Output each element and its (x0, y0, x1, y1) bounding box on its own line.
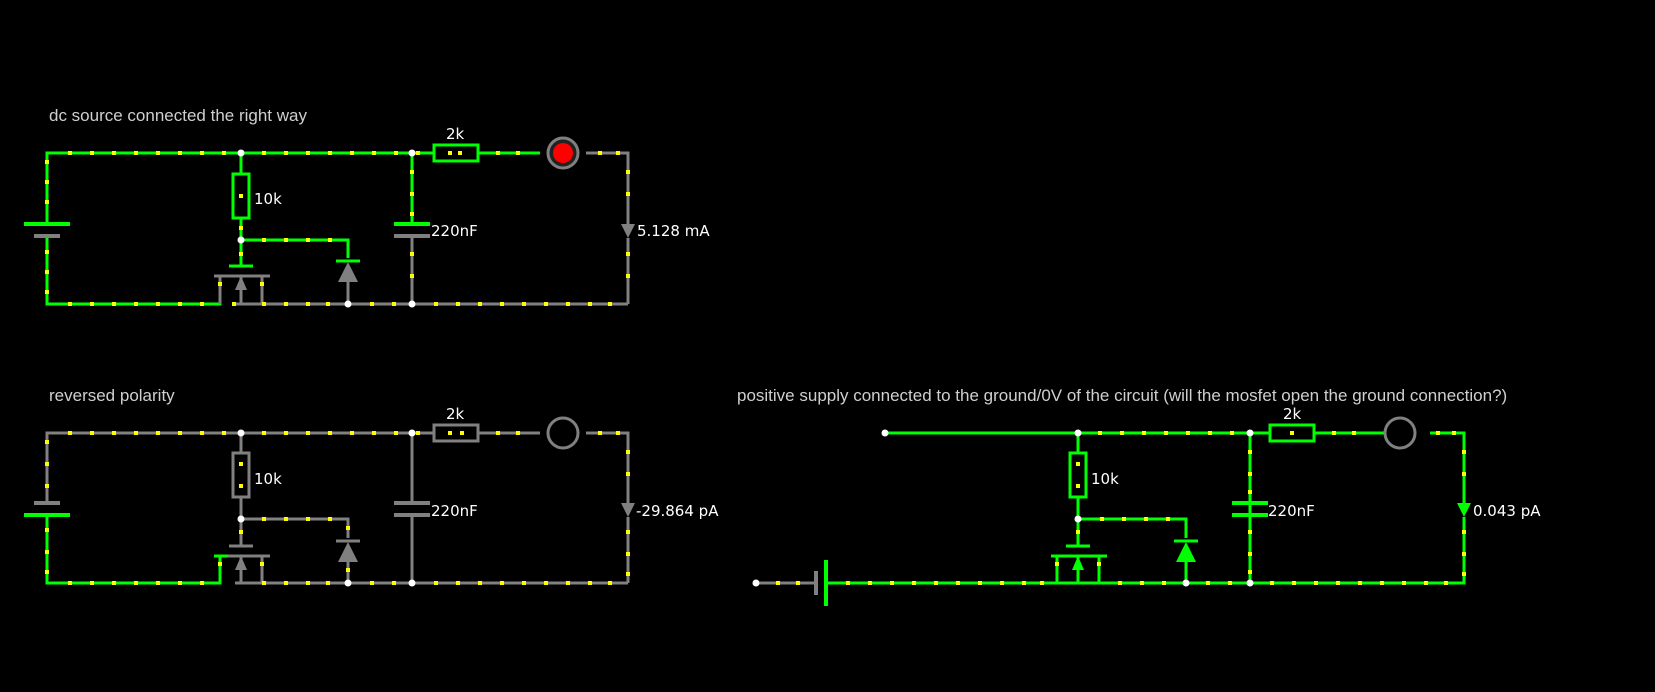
diode[interactable] (1174, 539, 1198, 562)
capacitor-label: 220nF (431, 502, 478, 520)
ammeter[interactable] (621, 503, 635, 517)
current-dots (45, 151, 630, 306)
circuit-3-title: positive supply connected to the ground/… (737, 386, 1507, 405)
circuit-2-title: reversed polarity (49, 386, 175, 405)
ammeter[interactable] (1457, 503, 1471, 517)
resistor-10k-label: 10k (1091, 470, 1119, 488)
current-readout: 0.043 pA (1473, 502, 1541, 520)
lamp-off[interactable] (546, 416, 580, 450)
resistor-2k-label: 2k (1283, 405, 1302, 423)
circuit-3-wires (756, 431, 1466, 585)
wire (1430, 431, 1466, 503)
battery[interactable] (814, 560, 828, 606)
mosfet[interactable] (214, 264, 270, 304)
wire (586, 151, 630, 224)
resistor-2k[interactable] (432, 423, 480, 443)
current-readout: 5.128 mA (637, 222, 710, 240)
mosfet[interactable] (1051, 544, 1107, 583)
wire (45, 431, 434, 503)
current-dots (776, 431, 1466, 585)
nodes (752, 429, 1254, 587)
nodes (237, 429, 416, 587)
wire (586, 431, 630, 503)
current-dots (45, 431, 630, 585)
nodes (237, 149, 416, 308)
resistor-10k-label: 10k (254, 470, 282, 488)
resistor-2k[interactable] (1268, 423, 1316, 443)
circuit-1-wires (45, 151, 630, 306)
capacitor[interactable] (1232, 501, 1268, 517)
resistor-10k[interactable] (231, 451, 251, 499)
resistor-2k-label: 2k (446, 405, 465, 423)
resistor-10k-label: 10k (254, 190, 282, 208)
capacitor[interactable] (394, 222, 430, 238)
resistor-10k[interactable] (231, 172, 251, 220)
battery[interactable] (24, 222, 70, 238)
circuit-2-wires (45, 431, 630, 585)
lamp-off[interactable] (1383, 416, 1417, 450)
wire (45, 515, 222, 585)
wire (45, 236, 222, 306)
ammeter[interactable] (621, 224, 635, 238)
capacitor-label: 220nF (1268, 502, 1315, 520)
capacitor-label: 220nF (431, 222, 478, 240)
diode[interactable] (336, 259, 360, 282)
resistor-10k[interactable] (1068, 451, 1088, 499)
circuit-1: dc source connected the right way (24, 106, 710, 308)
circuit-1-title: dc source connected the right way (49, 106, 307, 125)
circuit-2: reversed polarity 2k (24, 386, 719, 587)
capacitor[interactable] (394, 501, 430, 517)
mosfet[interactable] (214, 544, 270, 583)
diode[interactable] (336, 539, 360, 562)
wire (826, 517, 1466, 585)
wire (1076, 497, 1188, 538)
resistor-2k-label: 2k (446, 125, 465, 143)
resistor-2k[interactable] (432, 143, 480, 163)
battery[interactable] (24, 501, 70, 517)
lamp-on[interactable] (546, 136, 580, 170)
current-readout: -29.864 pA (636, 502, 719, 520)
circuit-3: positive supply connected to the ground/… (737, 386, 1541, 606)
